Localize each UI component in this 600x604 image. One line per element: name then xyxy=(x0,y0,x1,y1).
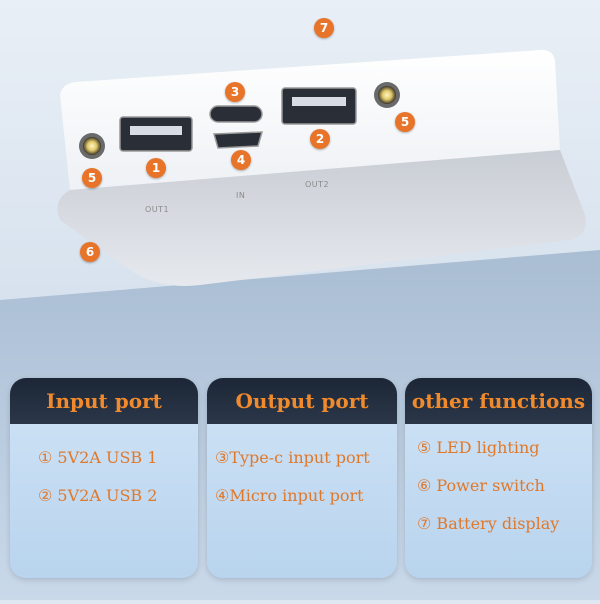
card-title: Output port xyxy=(207,378,397,424)
card-title: other functions xyxy=(405,378,592,424)
card-item: ⑥ Power switch xyxy=(417,475,545,495)
type-c-port-icon xyxy=(209,105,263,123)
card-item: ④Micro input port xyxy=(215,485,364,505)
led-light-right-icon xyxy=(374,82,400,108)
callout-4: 4 xyxy=(231,150,251,170)
card-other-functions: other functions ⑤ LED lighting ⑥ Power s… xyxy=(405,378,592,578)
card-title: Input port xyxy=(10,378,198,424)
port-label-in: IN xyxy=(236,191,246,200)
micro-usb-port-icon xyxy=(213,131,264,149)
card-item: ③Type-c input port xyxy=(215,447,370,467)
callout-5-right: 5 xyxy=(395,112,415,132)
callout-5-left: 5 xyxy=(82,168,102,188)
usb-port-2-icon xyxy=(281,87,357,125)
callout-1: 1 xyxy=(146,158,166,178)
card-item: ① 5V2A USB 1 xyxy=(38,447,158,467)
usb-port-1-icon xyxy=(119,116,193,152)
callout-6: 6 xyxy=(80,242,100,262)
led-light-left-icon xyxy=(79,133,105,159)
card-item: ② 5V2A USB 2 xyxy=(38,485,158,505)
feature-cards: Input port ① 5V2A USB 1 ② 5V2A USB 2 Out… xyxy=(0,378,600,600)
card-input-port: Input port ① 5V2A USB 1 ② 5V2A USB 2 xyxy=(10,378,198,578)
callout-2: 2 xyxy=(310,129,330,149)
card-item: ⑤ LED lighting xyxy=(417,437,540,457)
callout-3: 3 xyxy=(225,82,245,102)
card-output-port: Output port ③Type-c input port ④Micro in… xyxy=(207,378,397,578)
callout-7: 7 xyxy=(314,18,334,38)
card-item: ⑦ Battery display xyxy=(417,513,560,533)
port-label-out2: OUT2 xyxy=(305,180,330,189)
port-label-out1: OUT1 xyxy=(145,205,170,214)
